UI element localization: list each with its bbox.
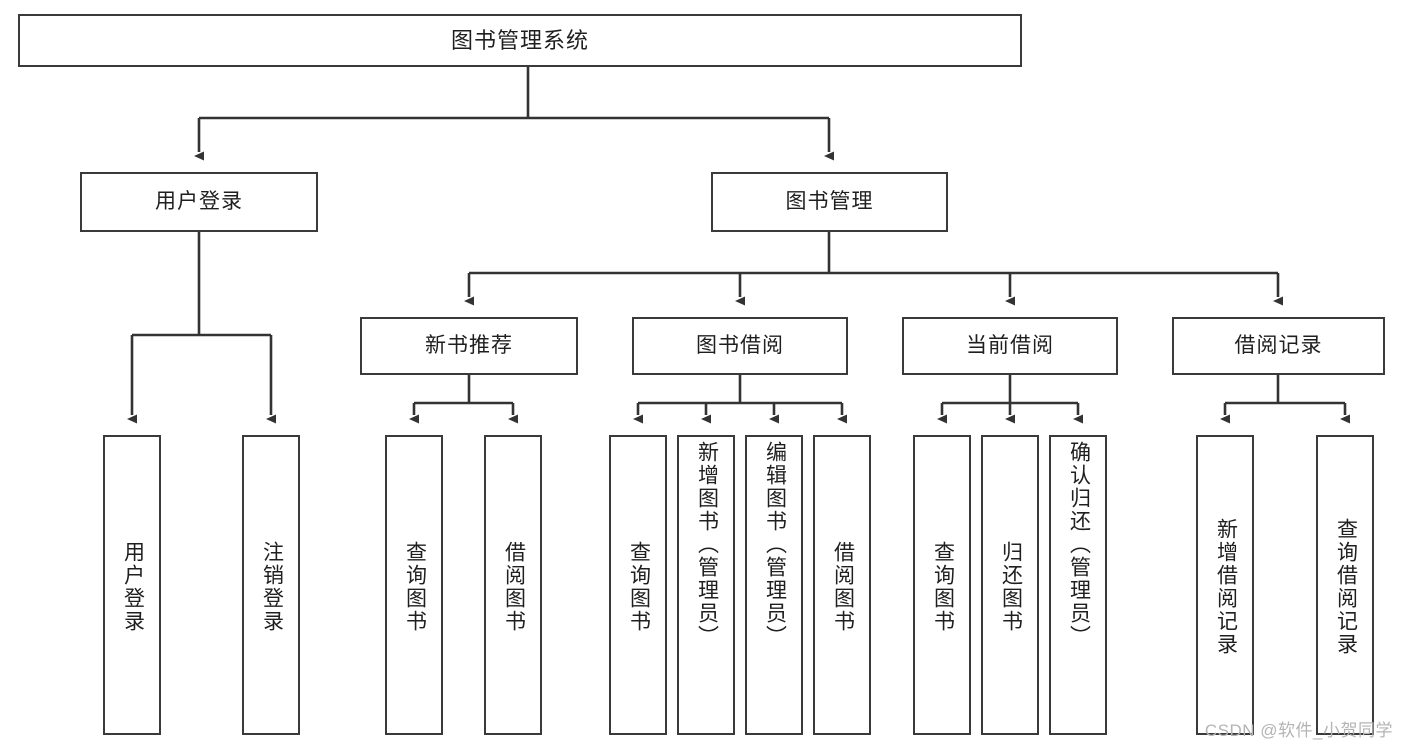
node-current-borrow-label: 当前借阅 [966,333,1054,357]
node-book-borrow-label: 图书借阅 [696,333,784,357]
node-book-manage[interactable]: 图书管理 [711,172,948,232]
leaf-new-book-borrow-book[interactable]: 借阅图书 [484,435,542,735]
node-borrow-record[interactable]: 借阅记录 [1172,317,1385,375]
leaf-new-book-query-book[interactable]: 查询图书 [385,435,443,735]
leaf-label: 新增借阅记录 [1214,518,1238,656]
node-book-borrow[interactable]: 图书借阅 [632,317,848,375]
leaf-label: 查询图书 [627,541,651,633]
leaf-label: 借阅图书 [502,541,526,633]
leaf-label: 查询图书 [403,541,427,633]
node-root-label: 图书管理系统 [450,27,589,53]
node-book-manage-label: 图书管理 [785,189,874,213]
leaf-label: 新增图书（管理员） [695,441,719,648]
node-user-login-label: 用户登录 [155,189,243,213]
node-borrow-record-label: 借阅记录 [1234,333,1323,357]
node-new-book-recommend[interactable]: 新书推荐 [360,317,578,375]
leaf-book-borrow-borrow-book[interactable]: 借阅图书 [813,435,871,735]
leaf-label: 查询借阅记录 [1334,518,1358,656]
leaf-label: 编辑图书（管理员） [763,441,787,648]
leaf-label: 注销登录 [260,541,284,633]
node-root-system[interactable]: 图书管理系统 [18,14,1022,67]
leaf-book-borrow-add-book-admin[interactable]: 新增图书（管理员） [677,435,735,735]
leaf-user-login-logout[interactable]: 注销登录 [242,435,300,735]
leaf-label: 借阅图书 [831,541,855,633]
leaf-borrow-record-query-record[interactable]: 查询借阅记录 [1316,435,1374,735]
node-current-borrow[interactable]: 当前借阅 [902,317,1118,375]
node-user-login[interactable]: 用户登录 [80,172,318,232]
csdn-watermark: CSDN @软件_小贺同学 [1204,721,1393,740]
leaf-current-borrow-confirm-return-admin[interactable]: 确认归还（管理员） [1049,435,1107,735]
leaf-user-login-login[interactable]: 用户登录 [103,435,161,735]
leaf-book-borrow-query-book[interactable]: 查询图书 [609,435,667,735]
leaf-current-borrow-return-book[interactable]: 归还图书 [981,435,1039,735]
leaf-label: 查询图书 [931,541,955,633]
leaf-borrow-record-add-record[interactable]: 新增借阅记录 [1196,435,1254,735]
leaf-current-borrow-query-book[interactable]: 查询图书 [913,435,971,735]
leaf-label: 归还图书 [999,541,1023,633]
node-new-book-recommend-label: 新书推荐 [425,333,513,357]
leaf-label: 确认归还（管理员） [1067,441,1091,648]
leaf-label: 用户登录 [121,541,145,633]
leaf-book-borrow-edit-book-admin[interactable]: 编辑图书（管理员） [745,435,803,735]
